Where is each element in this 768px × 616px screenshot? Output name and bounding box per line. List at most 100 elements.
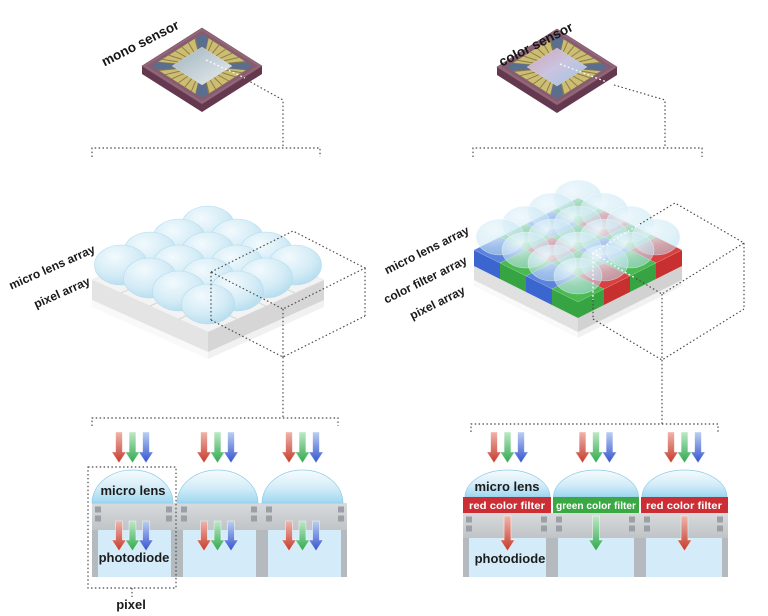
incident-light-arrows <box>111 431 324 464</box>
bond-wire <box>580 70 597 75</box>
red-light-arrow <box>111 520 127 552</box>
micro-lens-dome <box>553 257 603 295</box>
metal-contact <box>717 525 723 532</box>
pixel-wall <box>722 538 728 577</box>
bond-wire <box>520 71 536 77</box>
transmitted-light-arrows <box>111 520 324 552</box>
green-color-filter-bar <box>553 497 639 513</box>
color-bottom-bracket <box>470 423 719 432</box>
bond-wire <box>225 69 242 74</box>
bond-wire <box>545 81 552 93</box>
pixel-wall <box>171 530 177 577</box>
bond-wire <box>564 80 572 91</box>
metal-contact <box>541 516 547 523</box>
metal-contact <box>266 506 272 513</box>
pixel-wall <box>634 538 640 577</box>
red-light-arrow <box>663 431 679 464</box>
blue-light-arrow <box>690 431 706 464</box>
red-light-arrow <box>574 431 591 464</box>
bond-wire <box>205 82 210 94</box>
mono-lens-pixel-array <box>91 205 325 359</box>
filter-side-face <box>552 289 578 318</box>
filter-side-face <box>656 250 682 279</box>
bond-wire <box>207 40 214 52</box>
metal-contact <box>466 525 472 532</box>
mono-connector-line <box>246 79 284 148</box>
metal-contact <box>95 506 101 513</box>
pixel-wall <box>256 530 262 577</box>
bond-wire <box>582 62 601 65</box>
filter-side-face <box>604 276 630 305</box>
red-light-arrow <box>486 431 502 464</box>
metal-contact <box>338 515 344 522</box>
filter-side-face <box>578 289 604 318</box>
pixel-wall <box>546 538 552 577</box>
green-light-arrow <box>676 431 693 464</box>
slab-left-face <box>92 280 208 352</box>
green-light-arrow <box>499 431 516 464</box>
filter-side-face <box>500 263 526 292</box>
red-light-arrow <box>111 431 127 464</box>
mono-die-callout-line <box>205 59 246 79</box>
bond-wire <box>217 74 229 82</box>
bond-wire <box>533 76 544 85</box>
green-light-arrow <box>124 520 141 552</box>
micro-lens-dome <box>91 469 174 504</box>
bond-wire <box>165 70 181 76</box>
filter-side-face <box>630 263 656 292</box>
bond-wire <box>162 58 179 63</box>
bond-wire <box>523 55 538 61</box>
bond-wire <box>209 79 217 90</box>
metal-contact <box>717 516 723 523</box>
metal-contact <box>166 515 172 522</box>
blue-light-arrow <box>138 431 154 464</box>
metal-contact <box>251 506 257 513</box>
bond-wire <box>513 69 532 72</box>
bond-wire <box>213 77 223 86</box>
color-photodiode-label: photodiode <box>475 551 546 566</box>
bond-wire <box>578 57 594 63</box>
green-light-arrow <box>124 431 141 464</box>
bond-wire <box>227 61 246 64</box>
bond-wire <box>168 54 183 60</box>
bond-wire <box>194 38 199 50</box>
color-connector-line <box>613 84 666 148</box>
red-filter-label: red color filter <box>646 500 722 512</box>
slab-left-face <box>474 266 578 332</box>
bond-wire <box>570 49 581 58</box>
metal-contact <box>181 506 187 513</box>
green-light-arrow <box>294 431 311 464</box>
color-pixel-cross-section <box>463 431 728 577</box>
blue-light-arrow <box>308 520 324 552</box>
slab-right-face <box>578 266 682 332</box>
metal-contact <box>251 515 257 522</box>
mono-sensor-chip <box>141 27 263 112</box>
green-filter-label: green color filter <box>556 500 636 512</box>
micro-lens-dome <box>181 283 235 325</box>
metal-contact <box>181 515 187 522</box>
bond-wire <box>221 72 236 78</box>
sensor-die <box>171 46 233 86</box>
red-light-arrow <box>196 520 212 552</box>
micro-lens-dome <box>464 469 551 498</box>
bond-wire <box>184 78 193 88</box>
filter-side-face <box>474 250 500 279</box>
bond-wire <box>568 78 578 87</box>
mono-bottom-bracket <box>91 417 339 426</box>
incident-light-arrows <box>486 431 706 464</box>
metal-contact <box>629 525 635 532</box>
metal-contact <box>556 516 562 523</box>
mono-photodiode-label: photodiode <box>99 550 170 565</box>
blue-light-arrow <box>308 431 324 464</box>
mono-micro-lens-label: micro lens <box>100 483 165 498</box>
bond-wire <box>158 68 177 71</box>
micro-lens-dome <box>176 469 259 504</box>
red-light-arrow <box>281 431 297 464</box>
micro-lens-dome <box>641 469 728 498</box>
color-sensor-chip <box>496 28 618 113</box>
red-color-filter-bar <box>463 497 551 513</box>
pixel-wall <box>92 530 98 577</box>
metal-contact <box>166 506 172 513</box>
